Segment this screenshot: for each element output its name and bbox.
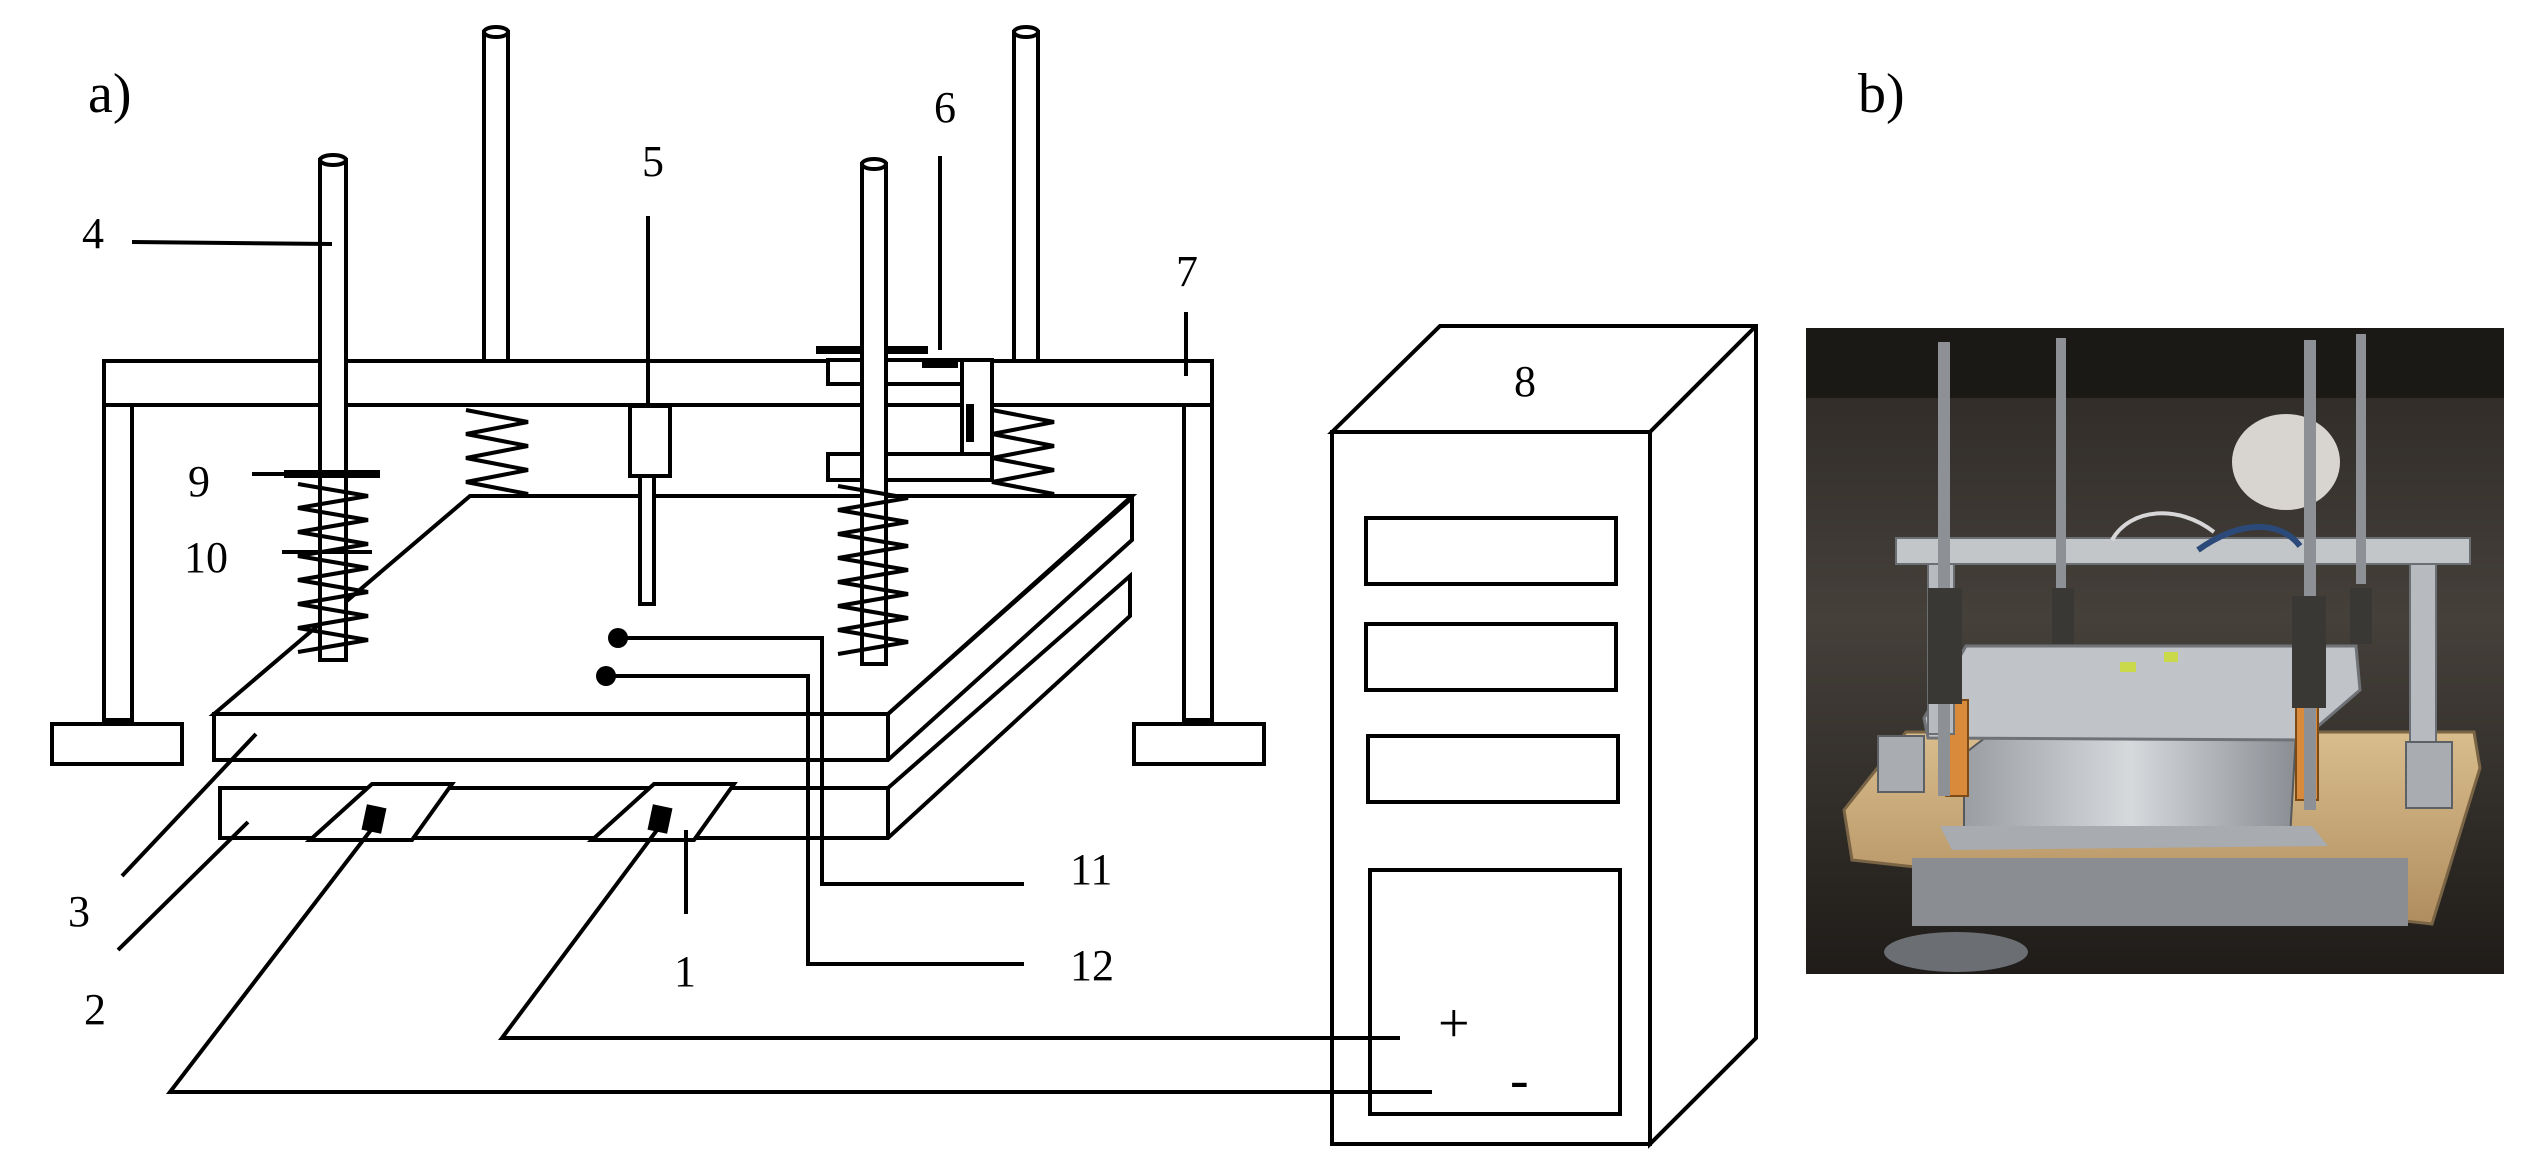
top-plate: [208, 493, 1138, 762]
apparatus-photo: [1806, 328, 2504, 974]
callout-4: 4: [82, 209, 104, 258]
panel-a-label: a): [88, 63, 132, 125]
callout-10: 10: [184, 533, 228, 582]
terminal-plus: +: [1438, 993, 1470, 1055]
callout-3: 3: [68, 887, 90, 936]
photo-panel-b: b): [1806, 63, 2504, 974]
callout-7: 7: [1176, 247, 1198, 296]
power-supply-unit: [1327, 324, 1758, 1149]
panel-b-label: b): [1858, 63, 1905, 125]
front-rod-right: [837, 157, 909, 666]
callout-1: 1: [674, 947, 696, 996]
clamp-bracket: [816, 346, 994, 482]
callout-2: 2: [84, 985, 106, 1034]
callout-11: 11: [1070, 845, 1112, 894]
terminal-minus: -: [1510, 1049, 1529, 1111]
front-rod-left: [284, 153, 380, 662]
thermocouples: [596, 628, 1024, 966]
callout-5: 5: [642, 137, 664, 186]
tall-guide-rods: [482, 25, 1040, 364]
bottom-plate: [218, 571, 1132, 842]
callout-6: 6: [934, 83, 956, 132]
heater-wiring: [165, 824, 1432, 1094]
top-frame: [50, 359, 1266, 766]
schematic-panel-a: a): [50, 25, 1758, 1149]
callout-12: 12: [1070, 941, 1114, 990]
callout-9: 9: [188, 457, 210, 506]
leader-lines: [116, 156, 1188, 952]
callout-8: 8: [1514, 357, 1536, 406]
displacement-sensor: [628, 216, 672, 606]
